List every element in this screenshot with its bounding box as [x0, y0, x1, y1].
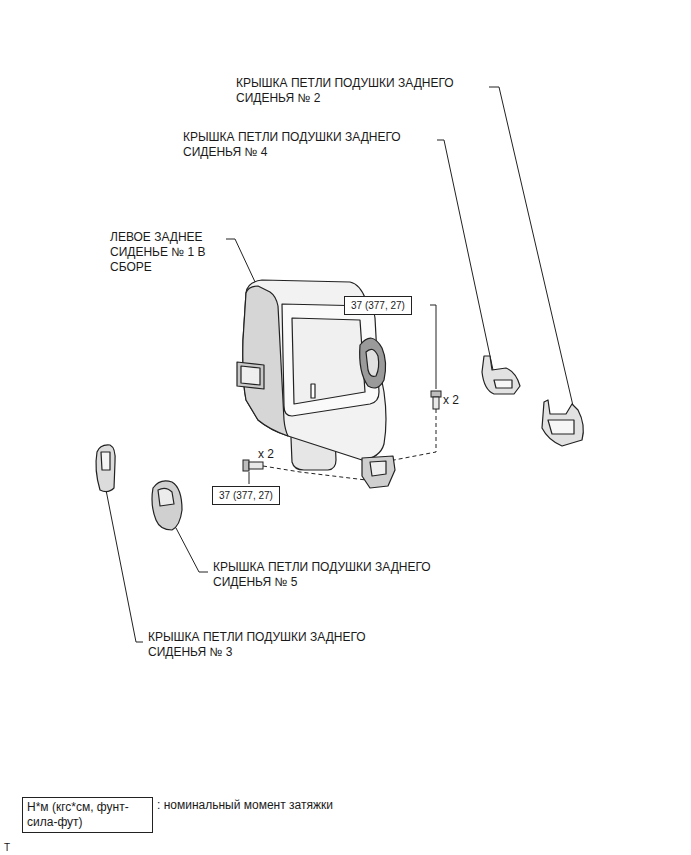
- part-name: КРЫШКА ПЕТЛИ ПОДУШКИ ЗАДНЕГО СИДЕНЬЯ № 5: [213, 560, 475, 590]
- legend-text: : номинальный момент затяжки: [157, 798, 333, 813]
- leader-line: [106, 490, 143, 642]
- part-name: ЛЕВОЕ ЗАДНЕЕ СИДЕНЬЕ № 1 В СБОРЕ: [110, 230, 226, 275]
- part-name: КРЫШКА ПЕТЛИ ПОДУШКИ ЗАДНЕГО СИДЕНЬЯ № 2: [236, 76, 498, 106]
- part-name: КРЫШКА ПЕТЛИ ПОДУШКИ ЗАДНЕГО СИДЕНЬЯ № 3: [148, 630, 410, 660]
- figure-code: T: [4, 840, 10, 855]
- leader-line: [437, 140, 493, 370]
- legend-box: Н*м (кгс*см, фунт-сила-фут): [22, 797, 153, 833]
- quantity-label: x 2: [258, 447, 274, 462]
- torque-box: 37 (377, 27): [212, 486, 280, 505]
- node-text: 37 (377, 27): [219, 489, 273, 502]
- torque-box: 37 (377, 27): [344, 296, 412, 315]
- part-name: КРЫШКА ПЕТЛИ ПОДУШКИ ЗАДНЕГО СИДЕНЬЯ № 4: [183, 130, 445, 160]
- hinge-cover: [96, 356, 583, 530]
- bolt: [243, 391, 441, 471]
- quantity-label: x 2: [443, 393, 459, 408]
- leader-line: [226, 239, 256, 284]
- dashed-line: [394, 409, 436, 460]
- node-text: 37 (377, 27): [351, 299, 405, 312]
- node-text: Н*м (кгс*см, фунт-сила-фут): [27, 800, 148, 830]
- leader-line: [430, 305, 436, 389]
- leader-line: [249, 472, 250, 484]
- leader-line: [176, 528, 208, 572]
